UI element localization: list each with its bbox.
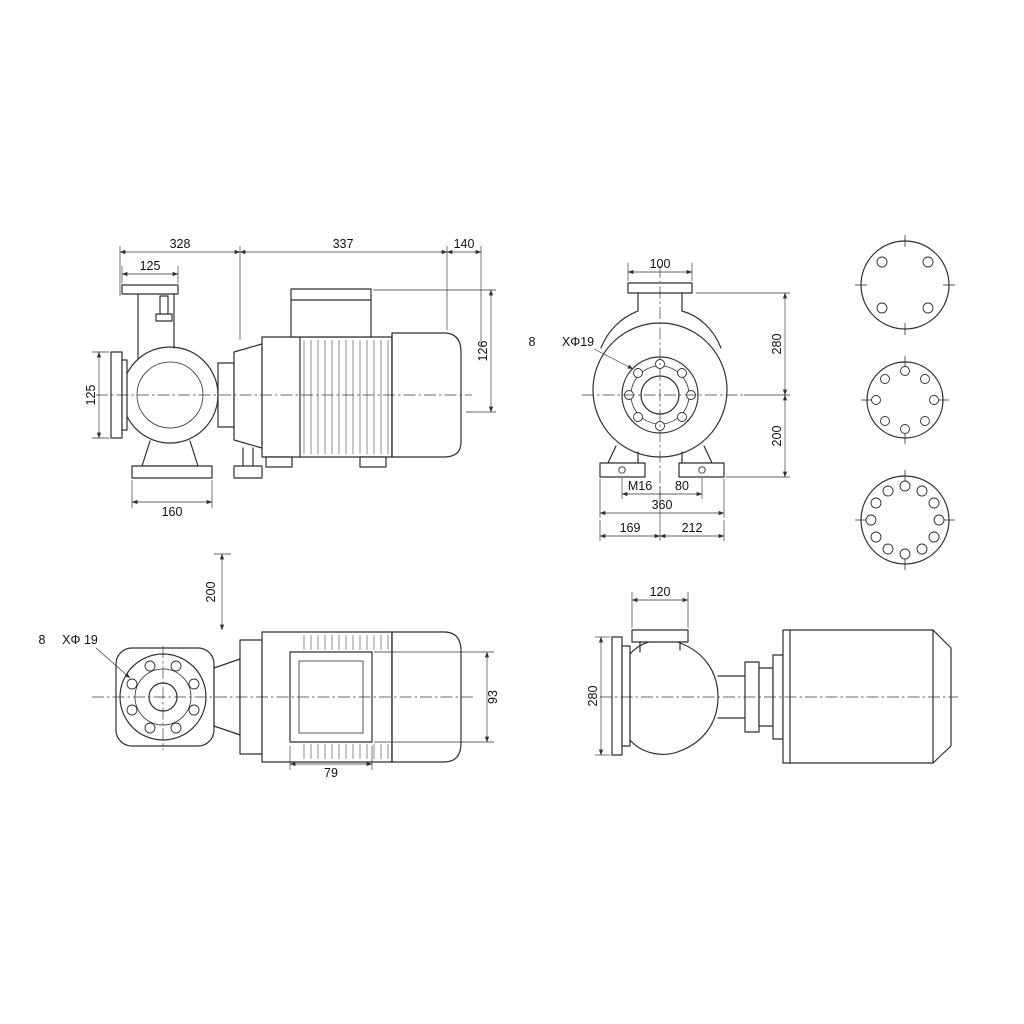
motor-fins [303, 340, 389, 454]
motor-foot [359, 456, 387, 468]
bolt-hole-size: XΦ19 [562, 335, 594, 349]
bolt-note-leader [593, 348, 634, 370]
dim-280: 280 [586, 686, 600, 707]
end-view-dimensions: 100 8 XΦ19 280 200 M16 80 360 [529, 257, 790, 541]
terminal-box-lid [298, 660, 364, 734]
dim-140: 140 [454, 237, 475, 251]
dim-79: 79 [324, 766, 338, 780]
flange-details [855, 235, 955, 570]
end-view: 100 8 XΦ19 280 200 M16 80 360 [529, 257, 790, 541]
dim-100: 100 [650, 257, 671, 271]
flange-detail-bottom [855, 470, 955, 570]
terminal-box [290, 288, 372, 338]
anchor-hole [698, 466, 706, 474]
motor-stool [233, 343, 263, 449]
pump-plan-view: 120 280 [586, 585, 958, 764]
dim-120: 120 [650, 585, 671, 599]
dim-200: 200 [770, 426, 784, 447]
dim-212: 212 [682, 521, 703, 535]
motor-body [261, 336, 393, 458]
motor-fins [303, 635, 389, 759]
end-view-shapes [582, 266, 744, 505]
pump-foot [141, 440, 199, 467]
flange-bolt-holes [624, 359, 696, 431]
dim-125-flange: 125 [140, 259, 161, 273]
dim-m16: M16 [628, 479, 652, 493]
bolt-hole-count: 8 [39, 633, 46, 647]
dim-337: 337 [333, 237, 354, 251]
dim-360: 360 [652, 498, 673, 512]
pump-plan-shapes [600, 629, 958, 764]
dim-80: 80 [675, 479, 689, 493]
plan-view: 200 8 XΦ 19 93 79 [39, 553, 500, 780]
motor-body [782, 629, 952, 764]
flange-stud [159, 295, 169, 317]
pump-plan-dimensions: 120 280 [586, 585, 689, 756]
discharge-flange [121, 284, 179, 295]
dim-126: 126 [476, 341, 490, 362]
dim-125-suction: 125 [84, 385, 98, 406]
dim-160: 160 [162, 505, 183, 519]
dim-280: 280 [770, 334, 784, 355]
dim-328: 328 [170, 237, 191, 251]
stool-pad [233, 465, 263, 479]
base-plate [131, 465, 213, 479]
plan-view-shapes [92, 631, 474, 763]
discharge-flange-edge [631, 629, 689, 643]
flange-bolt-holes [126, 660, 200, 734]
bolt-hole-count: 8 [529, 335, 536, 349]
flange-detail-top [855, 235, 955, 335]
dim-200: 200 [204, 582, 218, 603]
suction-flange-plate [611, 636, 623, 756]
anchor-hole [618, 466, 626, 474]
side-view-dimensions: 328 337 140 125 125 126 160 [84, 237, 496, 519]
motor-foot [265, 456, 293, 468]
suction-raised-face [621, 645, 631, 747]
side-view: 328 337 140 125 125 126 160 [84, 237, 496, 519]
dim-169: 169 [620, 521, 641, 535]
flange-nut [155, 313, 173, 322]
flange-detail-middle [861, 356, 949, 444]
bolt-hole-size: XΦ 19 [62, 633, 98, 647]
bolt-note-leader [95, 647, 131, 679]
side-view-shapes [96, 284, 472, 479]
dim-93: 93 [486, 690, 500, 704]
plan-view-dimensions: 200 8 XΦ 19 93 79 [39, 553, 500, 780]
